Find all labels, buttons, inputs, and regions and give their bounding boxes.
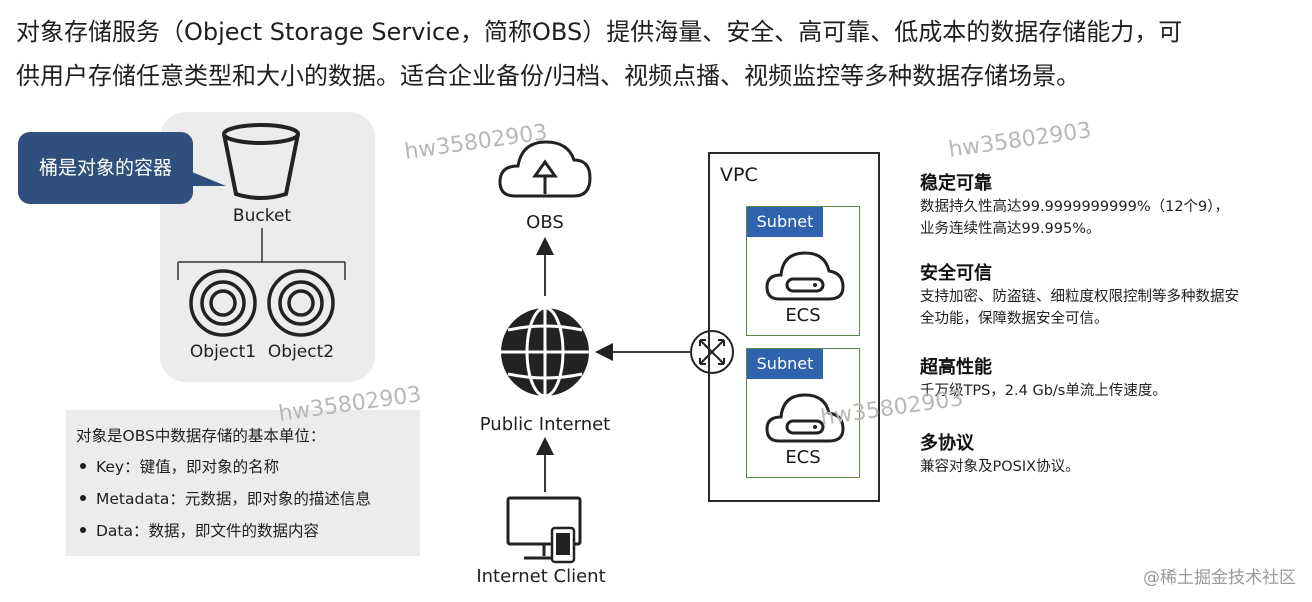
intro-line-1: 对象存储服务（Object Storage Service，简称OBS）提供海量… <box>16 18 1183 46</box>
object1-label: Object1 <box>189 342 257 362</box>
object2-icon <box>267 269 335 337</box>
feature-desc: 支持加密、防盗链、细粒度权限控制等多种数据安全功能，保障数据安全可信。 <box>920 289 1239 327</box>
object-info-item-key: Key：键值，即对象的名称 <box>76 456 371 488</box>
feature-reliable: 稳定可靠 数据持久性高达99.9999999999%（12个9），业务连续性高达… <box>920 172 1250 240</box>
router-icon <box>690 330 734 374</box>
feature-secure: 安全可信 支持加密、防盗链、细粒度权限控制等多种数据安全功能，保障数据安全可信。 <box>920 262 1250 330</box>
subnet-tag: Subnet <box>747 207 823 237</box>
ecs-cloud-icon <box>765 393 845 443</box>
bucket-icon <box>222 123 300 200</box>
subnet-1: Subnet ECS <box>746 206 860 336</box>
phone-icon <box>550 526 576 564</box>
public-internet-label: Public Internet <box>479 414 611 435</box>
bullet-icon <box>80 463 86 469</box>
obs-label: OBS <box>526 212 564 233</box>
bucket-panel <box>160 112 375 382</box>
vpc-label: VPC <box>720 164 758 186</box>
bucket-tree-lines <box>177 228 346 280</box>
object-info-box: 对象是OBS中数据存储的基本单位： Key：键值，即对象的名称 Metadata… <box>66 410 420 556</box>
bucket-callout: 桶是对象的容器 <box>18 132 193 204</box>
object-info-item-data: Data：数据，即文件的数据内容 <box>76 520 371 552</box>
bucket-label: Bucket <box>232 206 292 226</box>
subnet-2: Subnet ECS <box>746 348 860 478</box>
globe-icon <box>501 306 589 398</box>
object-info-list: Key：键值，即对象的名称 Metadata：元数据，即对象的描述信息 Data… <box>76 456 371 552</box>
intro-text: 对象存储服务（Object Storage Service，简称OBS）提供海量… <box>16 10 1296 98</box>
feature-desc: 数据持久性高达99.9999999999%（12个9），业务连续性高达99.99… <box>920 199 1230 237</box>
object-info-item-metadata: Metadata：元数据，即对象的描述信息 <box>76 488 371 520</box>
feature-desc: 兼容对象及POSIX协议。 <box>920 459 1080 475</box>
callout-tail <box>192 172 226 186</box>
object-info-title: 对象是OBS中数据存储的基本单位： <box>76 427 326 445</box>
ecs-cloud-icon <box>765 251 845 301</box>
subnet-tag: Subnet <box>747 349 823 379</box>
internet-client-label: Internet Client <box>476 566 606 587</box>
bullet-icon <box>80 495 86 501</box>
bullet-icon <box>80 527 86 533</box>
feature-title: 安全可信 <box>920 263 992 284</box>
ecs-label: ECS <box>785 447 821 468</box>
vpc-box: VPC Subnet ECS Subnet ECS <box>708 152 880 502</box>
object2-label: Object2 <box>267 342 335 362</box>
ecs-label: ECS <box>785 305 821 326</box>
feature-title: 多协议 <box>920 433 974 454</box>
intro-line-2: 供用户存储任意类型和大小的数据。适合企业备份/归档、视频点播、视频监控等多种数据… <box>16 62 1081 90</box>
feature-title: 稳定可靠 <box>920 173 992 194</box>
obs-cloud-upload-icon <box>498 140 592 198</box>
site-credit: @稀土掘金技术社区 <box>1143 568 1296 588</box>
feature-performance: 超高性能 千万级TPS，2.4 Gb/s单流上传速度。 <box>920 356 1250 402</box>
feature-title: 超高性能 <box>920 357 992 378</box>
object1-icon <box>189 269 257 337</box>
feature-protocol: 多协议 兼容对象及POSIX协议。 <box>920 432 1250 478</box>
feature-desc: 千万级TPS，2.4 Gb/s单流上传速度。 <box>920 383 1167 399</box>
